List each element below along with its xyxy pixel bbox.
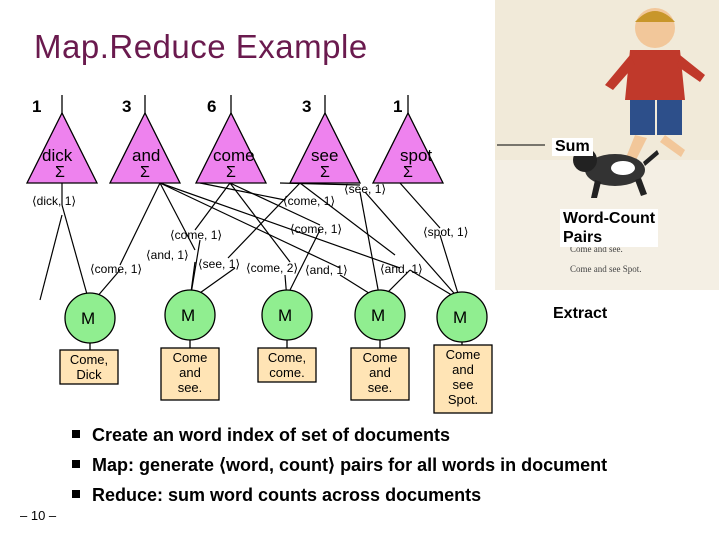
bullet-item: Reduce: sum word counts across documents (72, 485, 481, 506)
mapper-label: M (278, 306, 293, 325)
sigma-icon: Σ (320, 164, 330, 181)
reducer-triangle-come (194, 111, 268, 184)
pair-come-1: ⟨come, 1⟩ (283, 194, 336, 208)
pair-come-1: ⟨come, 1⟩ (90, 262, 143, 276)
count-see: 3 (302, 97, 312, 116)
reducer-triangle-and (108, 111, 182, 184)
sigma-icon: Σ (403, 164, 413, 181)
bullet-item: Map: generate ⟨word, count⟩ pairs for al… (72, 455, 607, 476)
story-illustration: Come and see. Come and see Spot. (495, 0, 719, 290)
mapper-label: M (81, 309, 96, 328)
count-dick: 1 (32, 97, 42, 116)
pair-dick-1: ⟨dick, 1⟩ (32, 194, 77, 208)
pair-and-1: ⟨and, 1⟩ (146, 248, 189, 262)
pair-come-1: ⟨come, 1⟩ (170, 228, 223, 242)
doc-box-3 (257, 347, 317, 383)
reducer-word-see: see (311, 146, 339, 165)
reducer-triangle-see (288, 111, 362, 184)
reducer-word-come: come (213, 146, 255, 165)
sigma-icon: Σ (140, 164, 150, 181)
caption-line-1: Come and see. (570, 244, 623, 254)
page-number: – 10 – (20, 508, 57, 523)
mapper-label: M (371, 306, 386, 325)
pair-see-1: ⟨see, 1⟩ (198, 257, 241, 271)
doc-text-3: Come,come. (267, 350, 307, 380)
mapper-label: M (181, 306, 196, 325)
doc-box-5 (433, 344, 493, 414)
pair-and-1: ⟨and, 1⟩ (380, 262, 423, 276)
reducer-word-spot: spot (400, 146, 433, 165)
pair-see-1: ⟨see, 1⟩ (344, 182, 387, 196)
caption-line-2: Come and see Spot. (570, 264, 642, 274)
reducer-triangle-spot (371, 111, 445, 184)
reducer-word-dick: dick (42, 146, 73, 165)
reducer-word-and: and (132, 146, 161, 165)
doc-text-1: Come,Dick (69, 352, 109, 382)
pair-spot-1: ⟨spot, 1⟩ (423, 225, 469, 239)
bullet-square-icon (72, 490, 80, 499)
pair-and-1: ⟨and, 1⟩ (305, 263, 348, 277)
count-come: 6 (207, 97, 217, 116)
sigma-icon: Σ (226, 164, 236, 181)
connection-lines (39, 182, 461, 306)
pair-come-2: ⟨come, 2⟩ (246, 261, 299, 275)
bullet-square-icon (72, 430, 80, 439)
pair-come-1: ⟨come, 1⟩ (290, 222, 343, 236)
sum-label: Sum (552, 138, 593, 156)
doc-box-2 (160, 347, 220, 401)
doc-box-1 (59, 349, 119, 385)
doc-box-4 (350, 347, 410, 401)
bullet-item: Create an word index of set of documents (72, 425, 450, 446)
bullet-square-icon (72, 460, 80, 469)
extract-label: Extract (553, 305, 608, 322)
reducer-triangle-dick (25, 111, 99, 184)
mapper-label: M (453, 308, 468, 327)
count-spot: 1 (393, 97, 403, 116)
sigma-icon: Σ (55, 164, 65, 181)
count-and: 3 (122, 97, 132, 116)
page-title: Map.Reduce Example (34, 28, 368, 65)
